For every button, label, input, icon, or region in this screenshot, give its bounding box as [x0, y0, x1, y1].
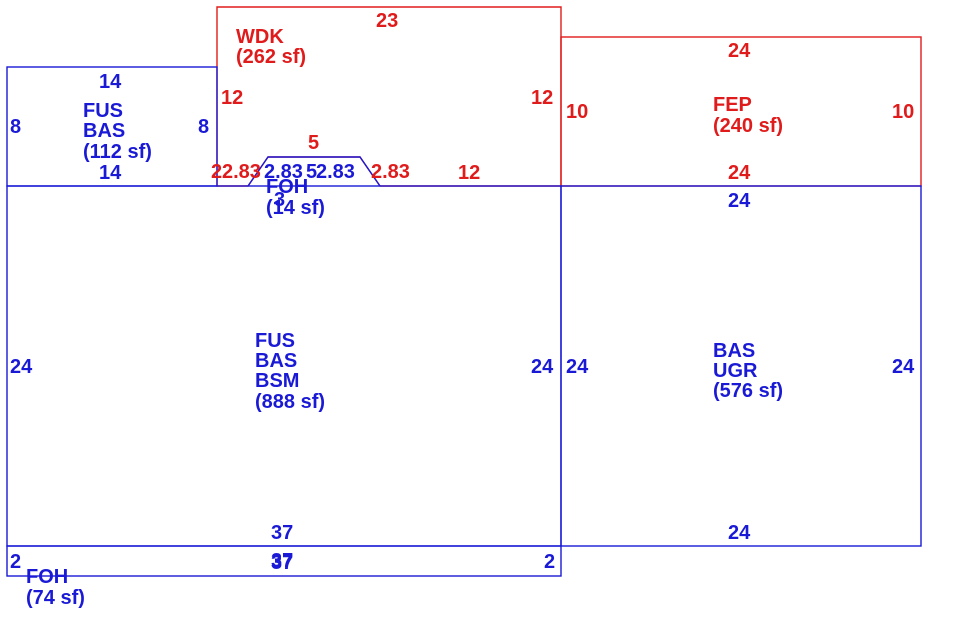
- dim-wdk-bottom-left: 2: [211, 161, 222, 183]
- dim-foh-diag-right: 2.83: [316, 161, 355, 183]
- bas-ugr-area: (576 sf): [713, 380, 783, 402]
- fus-bas-small-label-2: BAS: [83, 120, 125, 142]
- bas-ugr-outline: [560, 185, 922, 547]
- dim-foh-strip-right: 2: [544, 551, 555, 573]
- dim-wdk-diag-top: 5: [308, 132, 319, 154]
- dim-fep-right: 10: [892, 101, 914, 123]
- fep-area: (240 sf): [713, 115, 783, 137]
- dim-foh-diag-left: 2.83: [264, 161, 303, 183]
- dim-small-left: 8: [10, 116, 21, 138]
- dim-wdk-diag-right: 2.83: [371, 161, 410, 183]
- fep-label: FEP: [713, 94, 752, 116]
- fus-bas-bsm-label-1: FUS: [255, 330, 295, 352]
- foh-bottom-label: FOH: [26, 566, 68, 588]
- dim-wdk-right: 12: [531, 87, 553, 109]
- fus-bas-bsm-area: (888 sf): [255, 391, 325, 413]
- dim-fep-top: 24: [728, 40, 751, 62]
- fus-bas-small-label-1: FUS: [83, 100, 123, 122]
- wdk-area: (262 sf): [236, 46, 306, 68]
- fus-bas-small-area: (112 sf): [83, 141, 152, 163]
- dim-ugr-left: 24: [566, 356, 589, 378]
- wdk-label: WDK: [236, 26, 284, 48]
- bas-ugr-label-1: BAS: [713, 340, 755, 362]
- foh-small-outline: [247, 156, 381, 187]
- dim-wdk-diag-left: 2.83: [222, 161, 261, 183]
- dim-foh-strip-left: 2: [10, 551, 21, 573]
- dim-ugr-top: 24: [728, 190, 751, 212]
- dim-foh-strip-top: 37: [271, 550, 293, 572]
- foh-small-label: FOH: [266, 176, 308, 198]
- dim-main-bottom: 37: [271, 522, 293, 544]
- dim-small-right: 8: [198, 116, 209, 138]
- dim-fep-bottom: 24: [728, 162, 751, 184]
- fus-bas-bsm-label-3: BSM: [255, 370, 299, 392]
- dim-wdk-left: 12: [221, 87, 243, 109]
- dim-ugr-right: 24: [892, 356, 915, 378]
- dim-foh-bottom: 3: [274, 189, 285, 211]
- fus-bas-bsm-label-2: BAS: [255, 350, 297, 372]
- foh-bottom-outline: [6, 545, 562, 577]
- dim-small-bottom: 14: [99, 162, 122, 184]
- dim-wdk-top: 23: [376, 10, 398, 32]
- dim-main-left: 24: [10, 356, 33, 378]
- dim-main-right: 24: [531, 356, 554, 378]
- bas-ugr-label-2: UGR: [713, 360, 758, 382]
- dim-foh-top: 5: [306, 161, 317, 183]
- dim-ugr-bottom: 24: [728, 522, 751, 544]
- dim-foh-strip-bottom: 37: [271, 552, 293, 574]
- foh-bottom-area: (74 sf): [26, 587, 85, 609]
- dim-small-top: 14: [99, 71, 122, 93]
- dim-fep-left: 10: [566, 101, 588, 123]
- foh-small-area: (14 sf): [266, 197, 325, 219]
- dim-wdk-bottom-right: 12: [458, 162, 480, 184]
